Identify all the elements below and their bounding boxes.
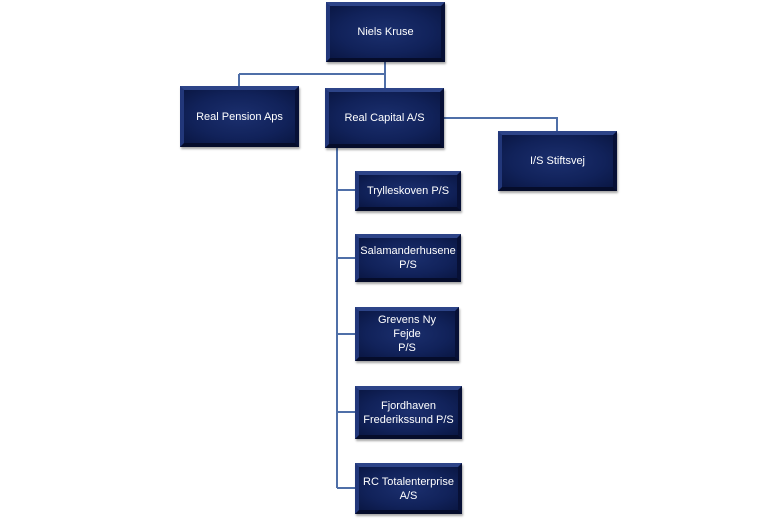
node-label: RC Totalenterprise A/S: [363, 475, 454, 502]
node-niels-kruse: Niels Kruse: [326, 2, 445, 62]
node-is-stiftsvej: I/S Stiftsvej: [498, 131, 617, 191]
node-subsidiary-4: Fjordhaven Frederikssund P/S: [355, 386, 462, 439]
node-label: Niels Kruse: [357, 26, 414, 38]
node-label: I/S Stiftsvej: [529, 155, 586, 167]
node-subsidiary-2: Salamanderhusene P/S: [355, 234, 461, 282]
node-label: Grevens Ny Fejde P/S: [377, 314, 437, 354]
node-label: Real Capital A/S: [344, 112, 425, 124]
node-label: Salamanderhusene P/S: [360, 245, 456, 271]
node-label: Fjordhaven Frederikssund P/S: [363, 399, 454, 426]
node-subsidiary-3: Grevens Ny Fejde P/S: [355, 307, 459, 361]
node-subsidiary-5: RC Totalenterprise A/S: [355, 463, 462, 514]
node-label: Trylleskoven P/S: [366, 185, 450, 197]
connector-niels-to-level2: [238, 62, 386, 88]
node-subsidiary-1: Trylleskoven P/S: [355, 171, 461, 211]
node-real-capital: Real Capital A/S: [325, 88, 444, 148]
node-label: Real Pension Aps: [196, 110, 283, 123]
node-real-pension-aps: Real Pension Aps: [180, 86, 299, 147]
connector-capital-to-stiftsvej: [444, 117, 558, 131]
